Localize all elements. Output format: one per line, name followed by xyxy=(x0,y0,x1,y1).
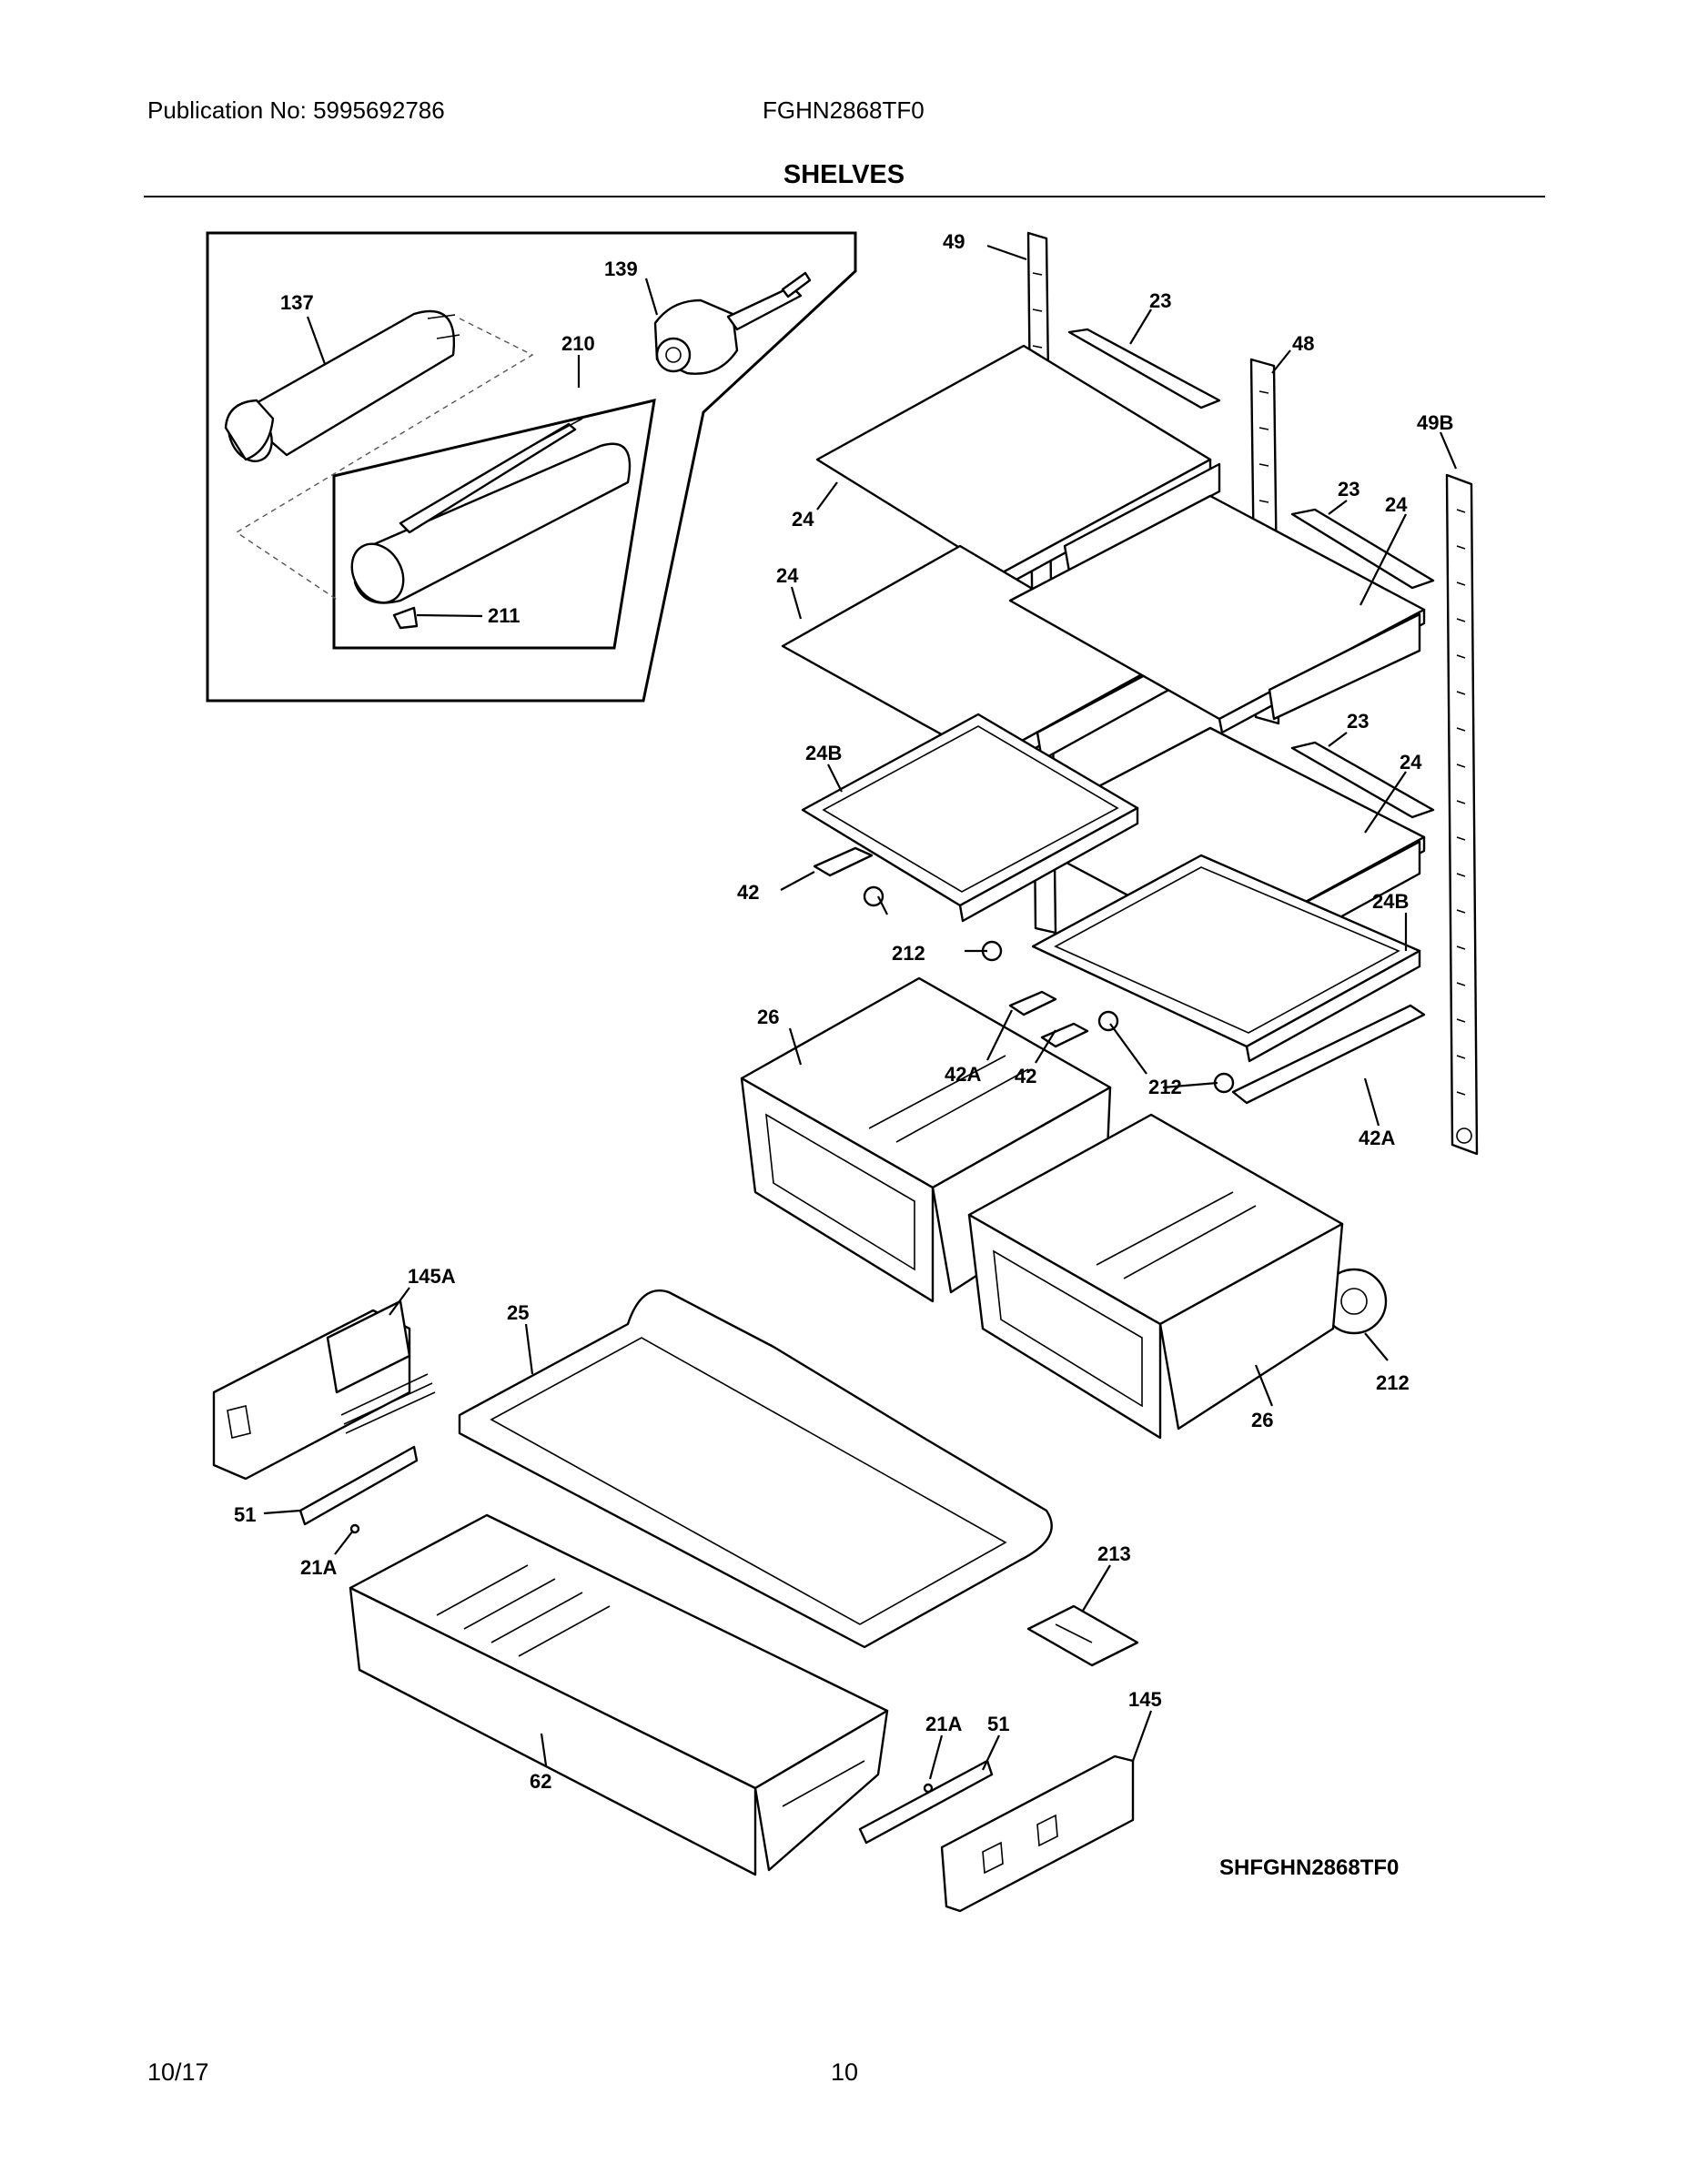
callout-23-top: 23 xyxy=(1149,289,1171,312)
callout-51-left: 51 xyxy=(234,1503,256,1526)
shelf-24b-left xyxy=(801,713,1139,923)
footer-date: 10/17 xyxy=(147,2058,209,2086)
header-rule xyxy=(144,196,1545,197)
callout-42a-left: 42A xyxy=(945,1063,981,1086)
callout-49b: 49B xyxy=(1417,411,1453,434)
callout-26-right: 26 xyxy=(1251,1409,1273,1431)
slide-51-left xyxy=(298,1445,419,1526)
bracket-42a-left xyxy=(1008,990,1057,1016)
callout-21a-left: 21A xyxy=(300,1556,337,1579)
trim-23a xyxy=(1067,328,1221,410)
crisper-drawer-26-right xyxy=(967,1113,1344,1440)
rail-49b xyxy=(1445,473,1479,1156)
model-number: FGHN2868TF0 xyxy=(763,96,925,124)
callout-212-right: 212 xyxy=(1376,1371,1410,1394)
bracket-42-right xyxy=(1040,1022,1089,1048)
callout-42a-right: 42A xyxy=(1359,1127,1395,1149)
callout-210: 210 xyxy=(561,332,595,355)
callout-26-left: 26 xyxy=(757,1006,779,1028)
callout-48: 48 xyxy=(1292,332,1314,355)
callout-24-right-lower: 24 xyxy=(1400,751,1422,774)
bracket-42-left xyxy=(813,846,874,877)
callout-211: 211 xyxy=(488,604,521,627)
pantry-drawer-62 xyxy=(349,1513,889,1876)
callout-145: 145 xyxy=(1128,1688,1162,1711)
crisper-cover-25 xyxy=(458,1289,1053,1649)
shelf-24-right-upper xyxy=(1008,494,1426,734)
diagram-code: SHFGHN2868TF0 xyxy=(1219,1855,1399,1880)
callout-139: 139 xyxy=(604,258,638,280)
callout-23-middle: 23 xyxy=(1338,478,1359,500)
clip-part xyxy=(392,606,419,630)
page-title: SHELVES xyxy=(783,160,905,189)
callout-24-right-upper: 24 xyxy=(1385,493,1408,516)
callout-24b-right: 24B xyxy=(1372,890,1409,913)
callout-42-left: 42 xyxy=(737,881,759,904)
callout-51-right: 51 xyxy=(987,1713,1009,1735)
callout-24-left: 24 xyxy=(776,564,799,587)
slide-51-right xyxy=(858,1759,994,1845)
shelf-24-upper-left xyxy=(815,344,1221,589)
filter-cartridge-part xyxy=(224,309,460,462)
callout-42-right: 42 xyxy=(1015,1065,1036,1087)
callout-25: 25 xyxy=(507,1301,529,1324)
publication-number: Publication No: 5995692786 xyxy=(147,96,445,124)
callout-212-middle: 212 xyxy=(1148,1076,1182,1098)
callout-24b-left: 24B xyxy=(805,742,842,764)
filter-head-part xyxy=(653,271,812,375)
hinge-213 xyxy=(1026,1604,1139,1667)
callout-137: 137 xyxy=(280,291,314,314)
bracket-42a-right xyxy=(1231,1004,1426,1105)
leader-lines xyxy=(263,244,1458,1780)
filter-housing-part xyxy=(350,418,632,604)
housing-145 xyxy=(940,1754,1135,1913)
filter-inset xyxy=(206,231,857,703)
screw-21a-right xyxy=(923,1783,934,1794)
callout-labels: 137 139 210 211 49 23 48 49B 24 23 24 24… xyxy=(234,230,1453,1793)
callout-23-lower: 23 xyxy=(1347,710,1369,733)
callout-21a-right: 21A xyxy=(925,1713,962,1735)
callout-212-left: 212 xyxy=(892,942,925,965)
trim-23c xyxy=(1290,741,1435,819)
roller-212 xyxy=(863,885,1388,1335)
callout-24-upper-left: 24 xyxy=(792,508,814,531)
page-number: 10 xyxy=(831,2058,859,2086)
callout-49: 49 xyxy=(943,230,965,253)
callout-62: 62 xyxy=(530,1770,551,1793)
trim-23b xyxy=(1290,508,1435,590)
shelf-24b-right xyxy=(1031,854,1421,1063)
callout-145a: 145A xyxy=(408,1265,456,1288)
housing-145a xyxy=(212,1299,436,1481)
callout-213: 213 xyxy=(1097,1542,1131,1565)
